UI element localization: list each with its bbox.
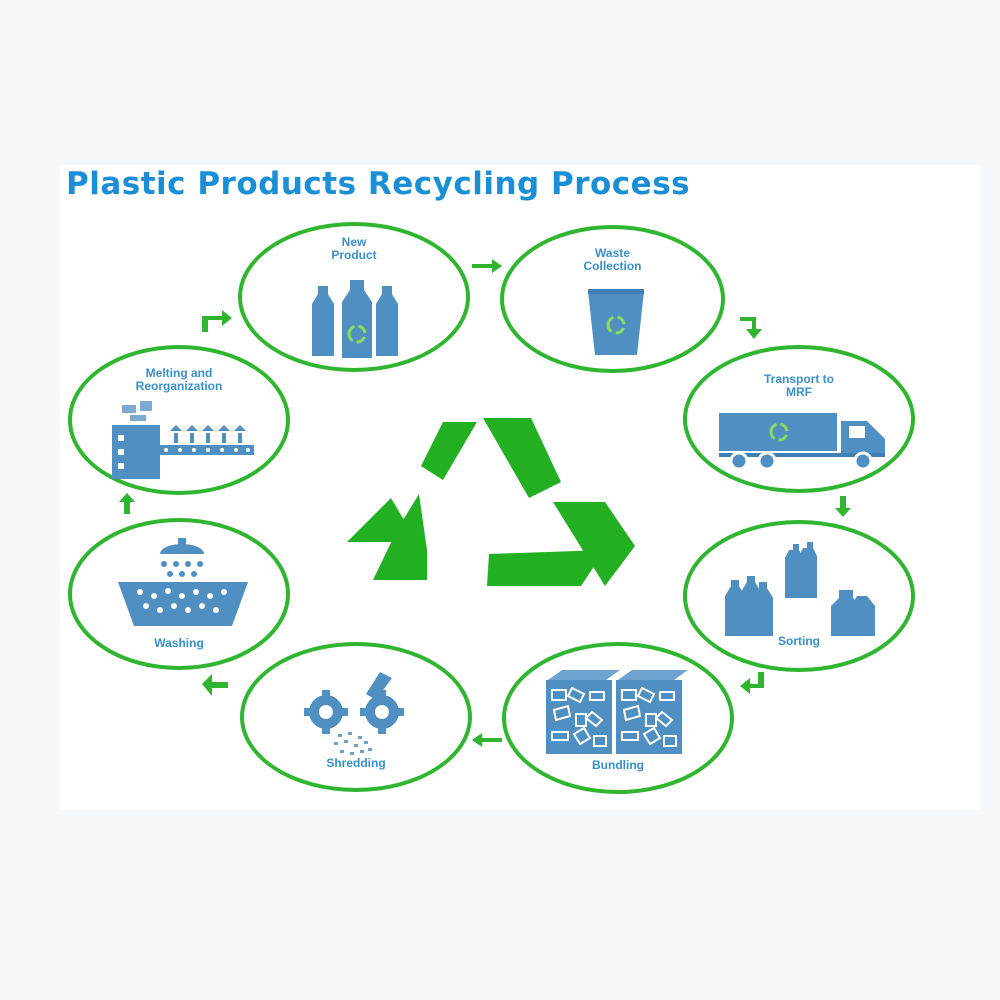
truck-icon [719,413,885,471]
arrow-icon [835,496,851,517]
arrow-icon [202,310,232,332]
arrow-icon [472,259,502,273]
step-label: Melting and Reorganization [135,366,223,393]
step-bundling: Bundling [502,642,734,794]
step-label: Shredding [326,756,386,770]
recycle-bin-icon [588,289,644,355]
extruder-icon [112,401,254,479]
step-transport-to-mrf: Transport to MRF [683,345,915,493]
bottles-icon [312,280,398,358]
step-sorting: Sorting [683,520,915,672]
step-label: Transport to MRF [763,372,834,399]
step-waste-collection: Waste Collection [500,225,725,373]
step-label: Washing [154,636,204,650]
arrow-icon [740,672,764,694]
step-label: Waste Collection [583,246,642,273]
arrow-icon [119,493,135,514]
arrow-icon [472,733,502,747]
shredder-icon [304,672,404,755]
sorted-bottles-icon [725,542,875,636]
step-label: Sorting [778,634,820,648]
step-new-product: New Product [238,222,470,372]
arrow-icon [740,317,762,339]
diagram-title: Plastic Products Recycling Process [66,166,691,202]
step-washing: Washing [68,518,290,670]
arrow-icon [202,674,228,696]
step-melting-and-reorganization: Melting and Reorganization [68,345,290,495]
bales-icon [546,670,688,754]
recycle-icon [347,418,635,586]
step-label: New Product [331,235,377,262]
step-label: Bundling [592,758,644,772]
step-shredding: Shredding [240,642,472,792]
washing-basin-icon [118,538,248,626]
